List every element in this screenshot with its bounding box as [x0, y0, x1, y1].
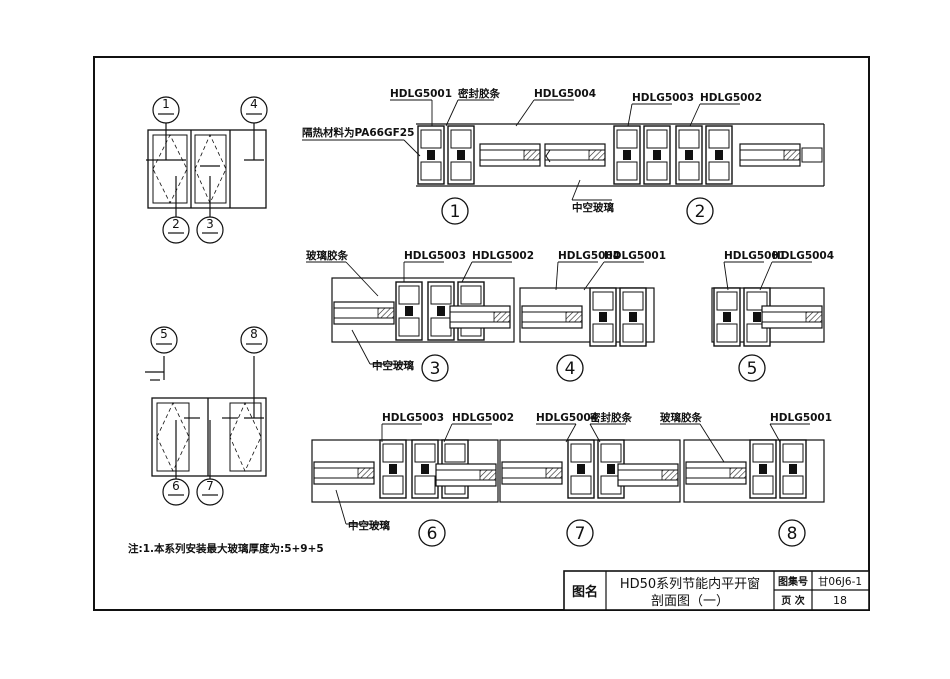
callout-2[interactable]: 2: [162, 216, 190, 244]
callout-8[interactable]: 8: [240, 326, 268, 354]
label-hdlg5002-b: HDLG5002: [472, 250, 534, 262]
elevation-top: [146, 123, 267, 218]
label-hdlg5001-c: HDLG5001: [724, 250, 786, 262]
section-3-drawing: [331, 277, 515, 343]
label-hdlg5002-a: HDLG5002: [700, 92, 762, 104]
section-number-7-text: 7: [575, 524, 586, 544]
label-hdlg5004-d: HDLG5004: [536, 412, 598, 424]
section-number-5[interactable]: 5: [738, 354, 766, 382]
section-number-6[interactable]: 6: [418, 519, 446, 547]
callout-5[interactable]: 5: [150, 326, 178, 354]
section-number-4-text: 4: [565, 359, 576, 379]
section-number-1[interactable]: 1: [441, 197, 469, 225]
callout-8-number: 8: [250, 327, 258, 341]
label-hdlg5002-c: HDLG5002: [452, 412, 514, 424]
label-sealing-strip-b: 密封胶条: [590, 411, 632, 424]
section-number-1-text: 1: [450, 202, 461, 222]
section-4-drawing: [519, 287, 655, 347]
section-1-2-drawing: [416, 123, 825, 187]
callout-1[interactable]: 1: [152, 96, 180, 124]
section-number-8[interactable]: 8: [778, 519, 806, 547]
atlas-number: 甘06J6-1: [818, 575, 862, 588]
section-number-5-text: 5: [747, 359, 758, 379]
callout-5-number: 5: [160, 327, 168, 341]
title-name-label: 图名: [572, 584, 598, 600]
section-number-6-text: 6: [427, 524, 438, 544]
callout-4-number: 4: [250, 97, 258, 111]
callout-6-number: 6: [172, 479, 180, 493]
label-hdlg5004-a: HDLG5004: [534, 88, 596, 100]
callout-3[interactable]: 3: [196, 216, 224, 244]
label-hdlg5001-a: HDLG5001: [390, 88, 452, 100]
section-7-drawing: [499, 439, 681, 503]
callout-2-number: 2: [172, 217, 180, 231]
leader-lines: [302, 99, 812, 525]
label-glass-strip-a: 玻璃胶条: [306, 249, 348, 262]
drawing-title-line2: 剖面图（一）: [651, 594, 729, 609]
section-number-8-text: 8: [787, 524, 798, 544]
section-number-3[interactable]: 3: [421, 354, 449, 382]
label-hdlg5003-c: HDLG5003: [382, 412, 444, 424]
section-number-7[interactable]: 7: [566, 519, 594, 547]
title-block: 图名 HD50系列节能内平开窗 剖面图（一） 图集号 甘06J6-1 页 次 1…: [563, 570, 870, 611]
label-hdlg5001-b: HDLG5001: [604, 250, 666, 262]
label-hdlg5003-b: HDLG5003: [404, 250, 466, 262]
section-number-2[interactable]: 2: [686, 197, 714, 225]
label-hdlg5004-b: HDLG5004: [558, 250, 620, 262]
drawing-title-line1: HD50系列节能内平开窗: [620, 576, 760, 592]
label-hollow-glass-a: 中空玻璃: [572, 201, 614, 214]
installation-note: 注:1.本系列安装最大玻璃厚度为:5+9+5: [128, 542, 324, 555]
section-number-2-text: 2: [695, 202, 706, 222]
section-8-drawing: [683, 439, 825, 503]
section-numbers: 1 2 3 4 5 6 7 8: [418, 197, 806, 547]
section-number-3-text: 3: [430, 359, 441, 379]
label-hdlg5003-a: HDLG5003: [632, 92, 694, 104]
callout-7[interactable]: 7: [196, 478, 224, 506]
callout-4[interactable]: 4: [240, 96, 268, 124]
label-hdlg5004-c: HDLG5004: [772, 250, 834, 262]
label-hollow-glass-c: 中空玻璃: [348, 519, 390, 532]
elevation-bottom: [145, 356, 267, 480]
label-hollow-glass-b: 中空玻璃: [372, 359, 414, 372]
label-hdlg5001-d: HDLG5001: [770, 412, 832, 424]
section-number-4[interactable]: 4: [556, 354, 584, 382]
label-sealing-strip-a: 密封胶条: [458, 87, 500, 100]
component-labels: HDLG5001 密封胶条 HDLG5004 HDLG5003 HDLG5002…: [302, 87, 834, 532]
page-label: 页 次: [781, 594, 804, 607]
sheet-border: [93, 56, 870, 611]
callout-7-number: 7: [206, 479, 214, 493]
label-glass-strip-b: 玻璃胶条: [660, 411, 702, 424]
section-6-drawing: [311, 439, 499, 503]
callout-1-number: 1: [162, 97, 170, 111]
callout-6[interactable]: 6: [162, 478, 190, 506]
atlas-number-label: 图集号: [778, 575, 808, 588]
page-number: 18: [833, 594, 847, 607]
section-5-drawing: [711, 287, 825, 347]
label-insulation: 隔热材料为PA66GF25: [302, 126, 414, 139]
callout-3-number: 3: [206, 217, 214, 231]
